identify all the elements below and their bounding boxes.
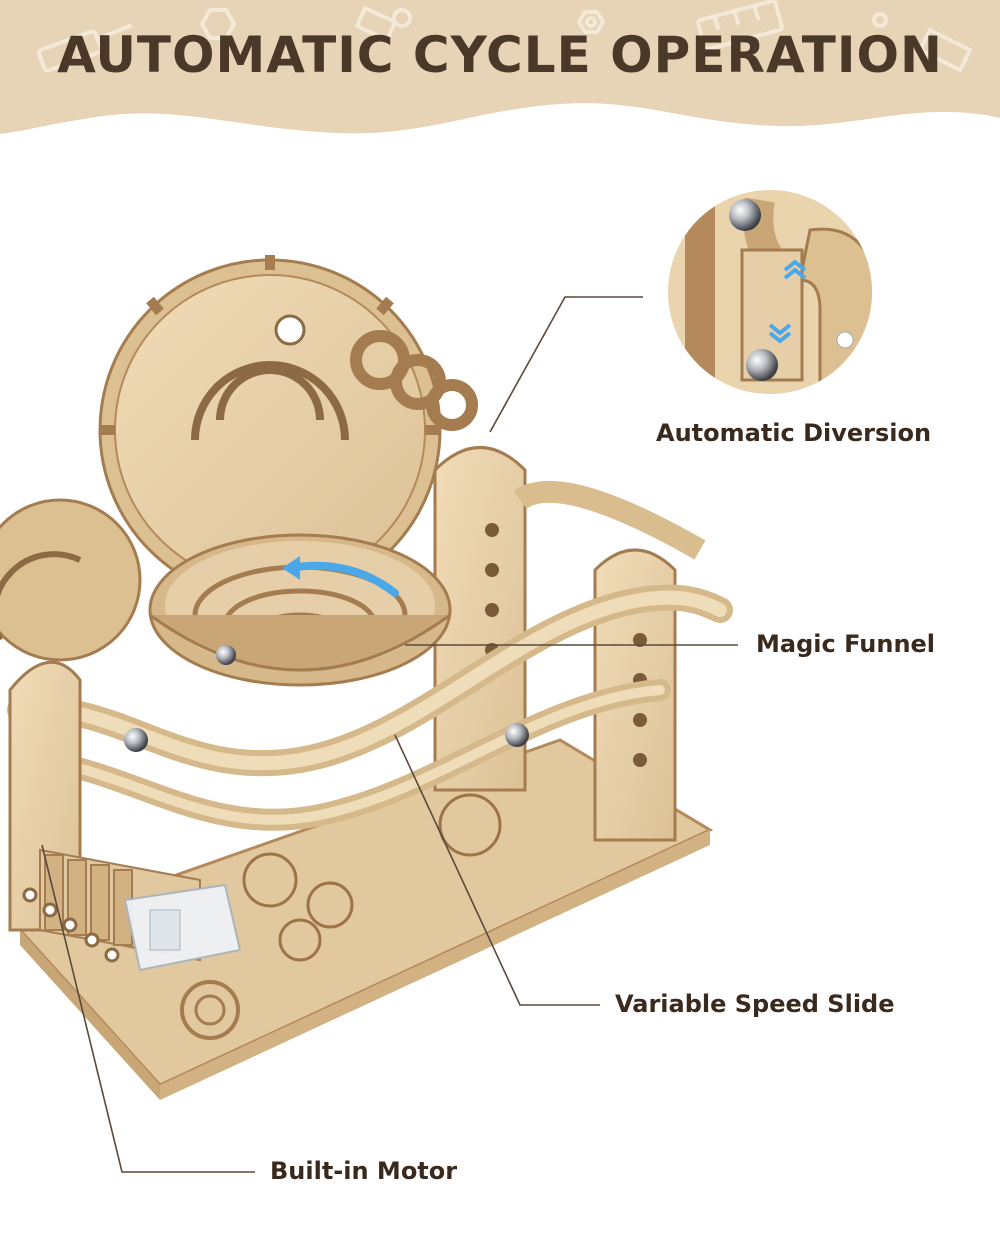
callout-magic-funnel: Magic Funnel: [756, 630, 936, 658]
upper-track: [513, 480, 706, 560]
steel-ball: [124, 728, 148, 752]
callout-lines: [41, 296, 738, 1173]
callout-variable-speed-slide: Variable Speed Slide: [615, 990, 895, 1018]
wrench-icon: [355, 6, 412, 42]
automatic-diversion-inset: [668, 190, 872, 394]
callout-built-in-motor: Built-in Motor: [270, 1157, 458, 1185]
leader-line-variable-speed-slide: [394, 734, 600, 1006]
base-gear-cutouts: [242, 793, 502, 962]
page-title: AUTOMATIC CYCLE OPERATION: [57, 26, 943, 84]
callout-automatic-diversion: Automatic Diversion: [656, 419, 932, 447]
top-loops: [350, 330, 478, 431]
nut-icon: [577, 10, 605, 34]
steel-ball: [505, 723, 529, 747]
motor-block: [22, 848, 242, 972]
pliers-icon: [872, 12, 972, 72]
left-gear: [0, 498, 142, 662]
magic-funnel-shape: [148, 533, 452, 687]
bolt-icon: [200, 8, 236, 40]
base-plate: [17, 738, 714, 1100]
top-banner: AUTOMATIC CYCLE OPERATION: [0, 0, 1000, 160]
banner-background: [0, 0, 1000, 134]
leader-line-automatic-diversion: [489, 296, 643, 433]
screwdriver-icon: [37, 24, 132, 73]
ruler-icon: [696, 0, 784, 52]
leader-line-built-in-motor: [41, 844, 255, 1173]
